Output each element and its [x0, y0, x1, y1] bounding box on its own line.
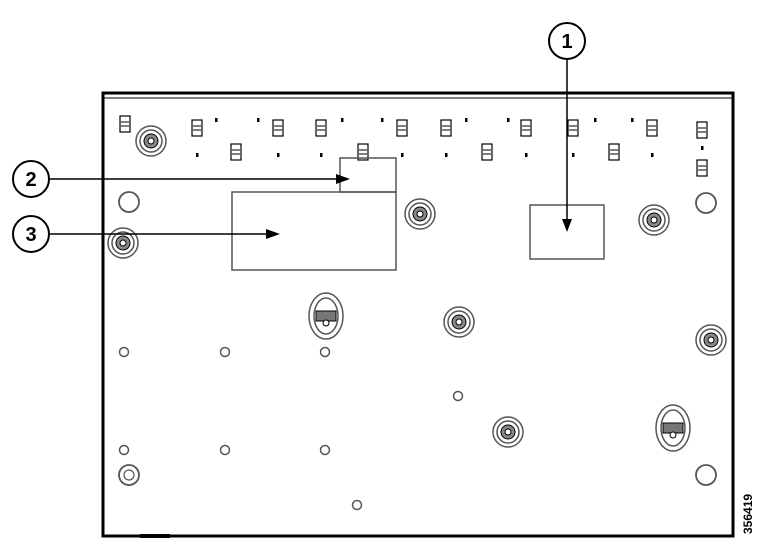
rail-clip	[315, 119, 327, 137]
rail-clip-body	[646, 119, 658, 137]
screw-boss	[492, 416, 524, 448]
rail-tick	[631, 118, 634, 122]
rail-tick	[381, 118, 384, 122]
rail-tick	[572, 153, 575, 157]
panel-label-area-3	[231, 191, 397, 271]
mount-hole	[319, 346, 331, 358]
rail-clip	[567, 119, 579, 137]
rail-clip	[119, 115, 131, 133]
screw-center	[504, 428, 512, 436]
mount-hole	[452, 390, 464, 402]
fasteners	[107, 125, 727, 511]
figure-id: 356419	[741, 494, 755, 534]
rail-clip-body	[520, 119, 532, 137]
mount-hole	[118, 444, 130, 456]
callout-3-arrowhead	[266, 229, 280, 239]
rail-clip	[646, 119, 658, 137]
rail-clip	[272, 119, 284, 137]
rail-clip-body	[696, 159, 708, 177]
callout-2: 2	[12, 160, 350, 198]
rail-clip-body	[481, 143, 493, 161]
screw-boss	[638, 204, 670, 236]
rail-tick	[215, 118, 218, 122]
rail-tick	[507, 118, 510, 122]
screw-center	[455, 318, 463, 326]
callout-1-arrowhead	[562, 219, 572, 232]
rail-clip-body	[315, 119, 327, 137]
rail-clip-body	[567, 119, 579, 137]
callout-1: 1	[548, 22, 586, 232]
rail-tick	[277, 153, 280, 157]
screw-boss	[443, 306, 475, 338]
rail-tick	[401, 153, 404, 157]
rail-clip	[696, 121, 708, 139]
rail-features	[119, 115, 708, 177]
slotted-boss	[655, 404, 691, 452]
rail-clip-body	[191, 119, 203, 137]
rail-clip	[696, 159, 708, 177]
rail-clip-body	[230, 143, 242, 161]
mount-hole	[118, 346, 130, 358]
callout-2-arrowhead	[336, 174, 350, 184]
slotted-boss-hole	[669, 431, 677, 439]
screw-boss	[107, 227, 139, 259]
callout-3-label: 3	[25, 224, 36, 246]
callout-3: 3	[12, 215, 280, 253]
mount-hole	[319, 444, 331, 456]
screw-center	[650, 216, 658, 224]
slotted-boss-hole	[322, 319, 330, 327]
rail-clip	[191, 119, 203, 137]
rail-clip-body	[440, 119, 452, 137]
rail-tick	[445, 153, 448, 157]
rail-clip	[230, 143, 242, 161]
callout-1-label: 1	[561, 31, 572, 53]
mount-hole	[351, 499, 363, 511]
rail-clip	[396, 119, 408, 137]
rail-tick	[341, 118, 344, 122]
rail-tick	[594, 118, 597, 122]
rail-tick	[651, 153, 654, 157]
rail-tick	[257, 118, 260, 122]
rubber-foot-inner	[123, 469, 135, 481]
rail-clip	[520, 119, 532, 137]
rubber-foot	[118, 464, 140, 486]
rail-clip-body	[357, 143, 369, 161]
screw-boss	[135, 125, 167, 157]
screw-center	[707, 336, 715, 344]
rail-tick	[701, 146, 704, 150]
rail-clip-body	[119, 115, 131, 133]
rail-tick	[465, 118, 468, 122]
rubber-foot	[695, 192, 717, 214]
rubber-foot	[695, 464, 717, 486]
mount-hole	[219, 346, 231, 358]
rail-clip	[357, 143, 369, 161]
screw-boss	[404, 198, 436, 230]
mount-hole	[219, 444, 231, 456]
rail-tick	[320, 153, 323, 157]
rail-clip-body	[396, 119, 408, 137]
screw-center	[416, 210, 424, 218]
rail-tick	[196, 153, 199, 157]
rail-clip	[608, 143, 620, 161]
rail-clip-body	[608, 143, 620, 161]
rail-clip	[440, 119, 452, 137]
rail-clip	[481, 143, 493, 161]
chassis-outline	[101, 91, 735, 538]
slotted-boss	[308, 292, 344, 340]
rubber-foot	[118, 191, 140, 213]
screw-boss	[695, 324, 727, 356]
rail-clip-body	[272, 119, 284, 137]
callout-2-label: 2	[25, 169, 36, 191]
screw-center	[119, 239, 127, 247]
rail-clip-body	[696, 121, 708, 139]
screw-center	[147, 137, 155, 145]
rail-tick	[525, 153, 528, 157]
